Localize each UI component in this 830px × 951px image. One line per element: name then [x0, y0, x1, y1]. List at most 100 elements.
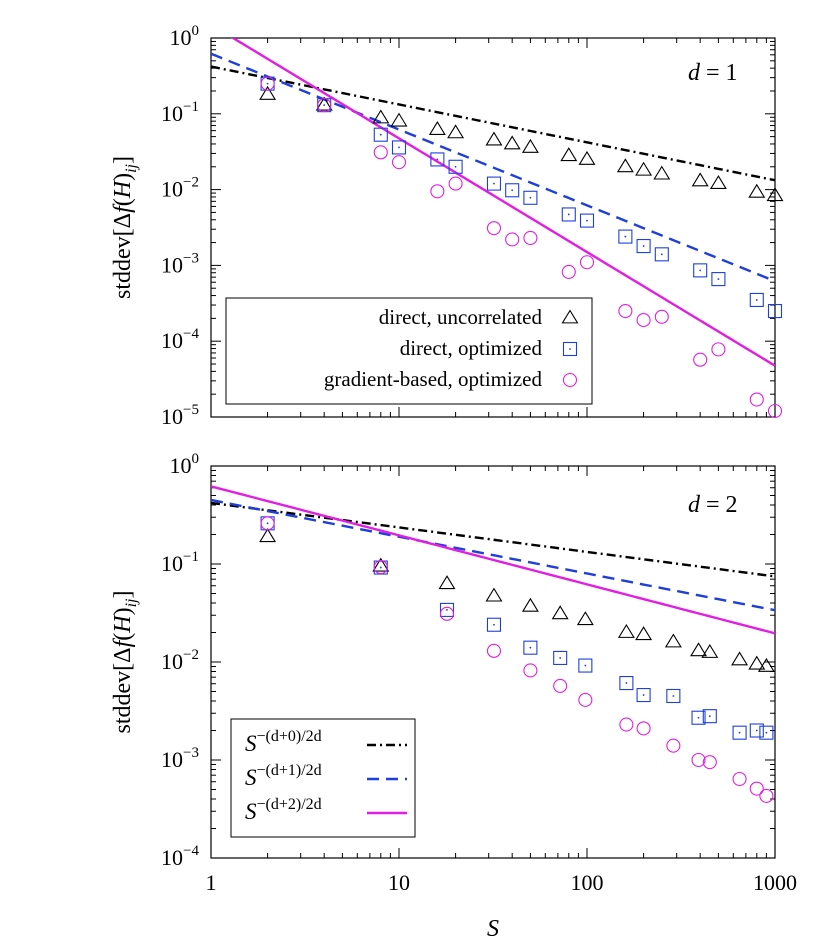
data-point-triangle: [428, 120, 446, 135]
data-point-triangle: [617, 623, 635, 638]
fit-line-dashed: [211, 52, 775, 283]
data-point-square: [732, 725, 747, 740]
data-point-triangle: [447, 124, 465, 139]
marker-center-dot: [436, 158, 439, 161]
data-point-circle: [486, 643, 502, 658]
marker-center-dot: [446, 609, 448, 611]
data-point-triangle: [372, 557, 390, 572]
data-point-circle: [505, 232, 520, 247]
data-point-circle: [767, 403, 783, 419]
legend-entry-label: gradient-based, optimized: [324, 367, 543, 391]
fit-lines: [211, 38, 775, 367]
marker-center-dot: [586, 219, 588, 222]
marker-center-dot: [567, 213, 570, 216]
data-point-circle: [732, 771, 747, 787]
plot-frame: [210, 37, 776, 418]
data-point-square: [523, 640, 538, 655]
x-tick-label: 100: [571, 870, 604, 895]
y-tick-label: 10−4: [161, 326, 199, 353]
marker-center-dot: [738, 731, 741, 734]
data-point-triangle: [757, 657, 775, 672]
data-point-triangle: [315, 96, 333, 111]
marker-center-dot: [529, 196, 532, 199]
marker-center-dot: [717, 278, 720, 280]
data-point-triangle: [691, 172, 709, 187]
legend-marker-circle: [562, 372, 578, 388]
data-point-circle: [561, 264, 576, 279]
data-point-triangle: [576, 611, 594, 626]
data-point-circle: [391, 155, 407, 170]
y-tick-label: 10−1: [161, 99, 199, 126]
y-tick-label: 10−2: [161, 647, 199, 674]
data-point-circle: [654, 309, 669, 324]
marker-center-dot: [511, 189, 514, 192]
data-point-triangle: [485, 587, 503, 602]
marker-center-dot: [398, 146, 400, 149]
fit-lines: [211, 485, 775, 635]
data-point-square: [579, 213, 595, 228]
marker-center-dot: [660, 253, 663, 256]
data-point-triangle: [521, 597, 539, 612]
axis-ticks: [210, 466, 775, 859]
data-point-square: [767, 303, 783, 319]
data-point-circle: [523, 663, 538, 678]
marker-center-dot: [454, 165, 457, 168]
data-point-square: [448, 159, 463, 174]
y-tick-label: 100: [170, 23, 200, 50]
data-markers: [259, 76, 784, 419]
data-point-triangle: [731, 651, 749, 666]
data-point-triangle: [635, 161, 653, 176]
legend-entry-label: S−(d+0)/2d: [245, 728, 322, 756]
marker-center-dot: [765, 731, 768, 734]
data-point-circle: [636, 313, 651, 328]
data-point-circle: [691, 752, 706, 768]
data-point-square: [636, 687, 651, 703]
fit-line-solid: [211, 485, 775, 635]
fit-line-solid: [230, 38, 775, 367]
marker-center-dot: [266, 82, 269, 85]
y-tick-label: 10−3: [161, 250, 199, 277]
x-tick-label: 10: [388, 870, 410, 895]
data-point-circle: [486, 221, 502, 236]
data-point-circle: [579, 255, 595, 270]
data-point-circle: [693, 352, 708, 367]
data-point-circle: [317, 98, 332, 113]
legend-entry-label: direct, uncorrelated: [379, 305, 543, 329]
marker-center-dot: [569, 348, 571, 350]
legend: S−(d+0)/2dS−(d+1)/2dS−(d+2)/2d: [230, 718, 416, 838]
data-point-square: [619, 675, 634, 691]
data-point-circle: [711, 342, 726, 357]
data-point-square: [666, 688, 681, 704]
marker-center-dot: [642, 245, 645, 247]
data-point-square: [486, 617, 502, 632]
data-point-triangle: [551, 605, 569, 620]
data-point-square: [553, 650, 568, 665]
y-tick-label: 10−2: [161, 175, 199, 202]
data-point-circle: [618, 303, 633, 319]
data-point-square: [578, 658, 593, 673]
data-point-circle: [636, 721, 651, 736]
marker-center-dot: [672, 695, 675, 697]
data-point-circle: [448, 176, 463, 191]
y-tick-label: 10−1: [161, 549, 199, 576]
data-point-triangle: [259, 528, 277, 543]
data-point-triangle: [653, 165, 671, 180]
data-point-circle: [260, 76, 275, 91]
data-point-square: [759, 725, 774, 740]
data-point-square: [618, 229, 633, 244]
data-point-triangle: [748, 655, 766, 670]
data-point-triangle: [635, 626, 653, 641]
data-point-triangle: [259, 85, 277, 100]
marker-center-dot: [493, 182, 495, 185]
data-point-circle: [749, 781, 764, 796]
marker-center-dot: [755, 299, 758, 301]
data-point-triangle: [578, 150, 596, 165]
data-point-square: [693, 263, 708, 278]
y-tick-label: 100: [170, 451, 200, 478]
panel-label: d = 1: [688, 60, 738, 86]
data-point-triangle: [701, 643, 719, 658]
data-point-triangle: [372, 109, 390, 124]
panel-d1: 10−510−410−310−210−1100stddev[Δf(H)ij]d …: [110, 23, 784, 429]
data-point-triangle: [709, 175, 727, 190]
legend-box: [230, 718, 416, 838]
